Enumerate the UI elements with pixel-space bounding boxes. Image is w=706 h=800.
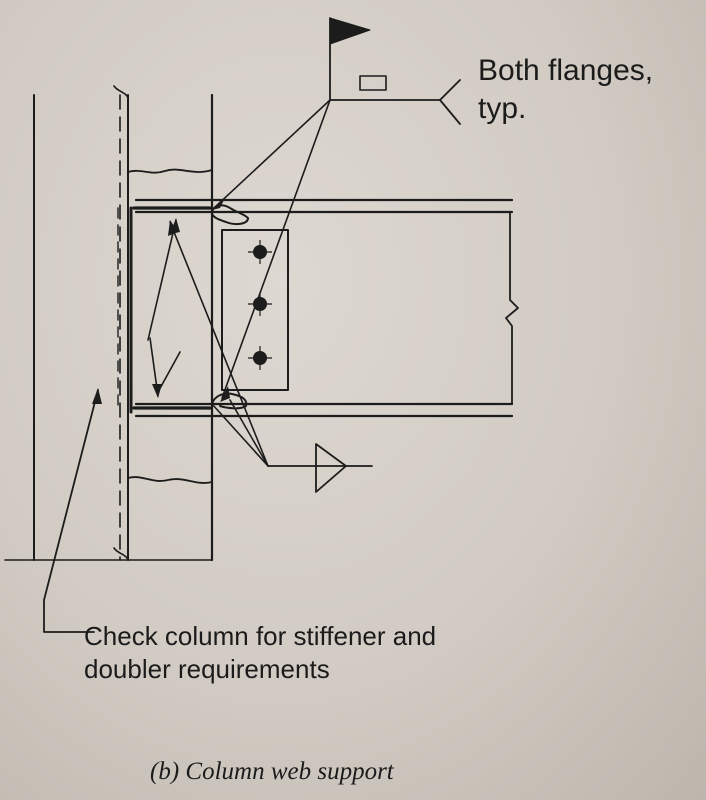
access-hole-bottom (211, 392, 248, 410)
weld-leader-bottom (221, 99, 331, 399)
weld-leader-top (213, 99, 331, 209)
shear-tab (221, 229, 289, 391)
check-column-line1: Check column for stiffener and (84, 621, 437, 651)
stiffener-arrow-3 (157, 351, 181, 393)
check-column-note: Check column for stiffener and doubler r… (84, 620, 436, 686)
figure-caption: (b) Column web support (150, 758, 394, 785)
weld-tail (439, 79, 461, 125)
field-weld-flag-icon (329, 17, 371, 45)
both-flanges-note: Both flanges, typ. (478, 52, 653, 128)
check-column-line2: doubler requirements (84, 654, 330, 684)
arrowhead-column (92, 388, 102, 404)
web-break-top (127, 168, 213, 174)
arrowhead-stiffener-1 (170, 218, 180, 234)
arrowhead-flange-top (212, 196, 226, 210)
check-column-leader (43, 389, 99, 633)
arrowhead-flange-bottom (220, 386, 230, 402)
stiffener-arrow-1 (147, 219, 177, 341)
arrowhead-stiffener-2 (152, 384, 162, 398)
both-flanges-line1: Both flanges, (478, 54, 654, 87)
fillet-leader-2 (211, 403, 269, 467)
web-break-bottom (127, 476, 213, 484)
both-flanges-line2: typ. (478, 92, 527, 125)
column-break-line (113, 85, 129, 561)
fillet-leader-3 (229, 399, 269, 467)
beam-break-line (505, 211, 519, 405)
fillet-leader-1 (169, 221, 269, 467)
access-hole-top (211, 204, 249, 226)
backing-bar-symbol (359, 75, 387, 91)
fillet-weld-symbol-icon (315, 443, 347, 493)
